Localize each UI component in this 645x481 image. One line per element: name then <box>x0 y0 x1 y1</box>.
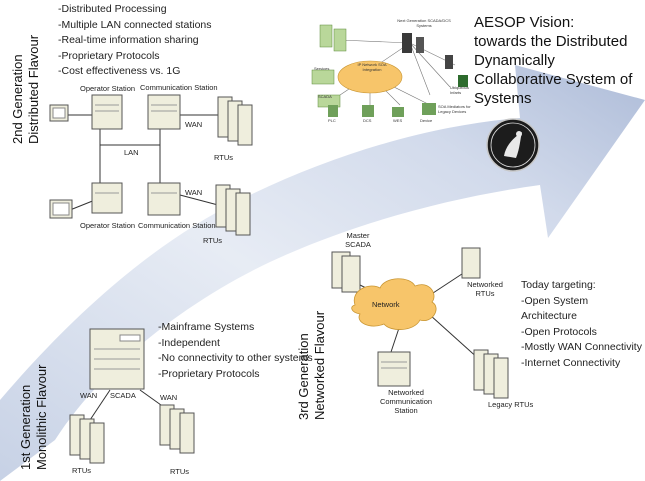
gen3-targeting: Today targeting: -Open System Architectu… <box>521 278 645 371</box>
rtu-rack-icon <box>217 96 253 146</box>
communication-station-icon <box>147 182 181 216</box>
scada-label: SCADA <box>318 94 332 99</box>
services-block-icon <box>311 69 335 85</box>
vision-title: AESOP Vision: <box>474 14 575 31</box>
ubiquitous-device-icon <box>458 75 468 87</box>
gen1-network-diagram <box>69 328 195 464</box>
gen2-title: 2nd Generation Distributed Flavour <box>10 34 41 144</box>
next-gen-label: Next Generation SCADA/DCS Systems <box>397 18 451 28</box>
server-icon <box>416 37 424 53</box>
rtus-label: RTUs <box>203 236 223 245</box>
operator-station-label: Operator Station <box>80 221 136 230</box>
lan-label: LAN <box>124 148 139 157</box>
operator-workstation-icon <box>49 199 73 219</box>
gen1-bullets: -Mainframe Systems -Independent -No conn… <box>158 320 313 382</box>
master-scada-icon <box>331 251 361 293</box>
networked-rtus-label: Networked RTUs <box>467 280 503 298</box>
rtus-label: RTUs <box>170 467 190 476</box>
wan-label: WAN <box>185 188 203 197</box>
gen2-bullet: -Distributed Processing <box>58 3 167 15</box>
plc-icon <box>328 105 338 117</box>
network-cloud-icon <box>351 278 437 330</box>
services-block-icon <box>333 28 347 52</box>
gen1-bullet: -Proprietary Protocols <box>158 367 260 380</box>
device-label: Device <box>420 118 433 123</box>
rtu-rack-icon <box>159 404 195 454</box>
operator-station-icon <box>91 94 123 130</box>
targeting-item: -Open System Architecture <box>521 294 589 323</box>
gen2-bullet: -Cost effectiveness vs. 1G <box>58 65 181 77</box>
gen3-network-diagram <box>331 247 509 399</box>
soa-architecture-diagram <box>311 24 468 117</box>
targeting-title: Today targeting: <box>521 279 596 291</box>
gen1-bullet: -Mainframe Systems <box>158 321 255 333</box>
communication-station-icon <box>147 94 181 130</box>
gen2-bullets: -Distributed Processing -Multiple LAN co… <box>58 2 212 80</box>
wes-label: WES <box>393 118 403 123</box>
ip-network-cloud-icon <box>337 60 403 94</box>
scada-label: SCADA <box>110 391 136 400</box>
dcs-icon <box>362 105 374 117</box>
gen1-bullet: -No connectivity to other systems <box>158 352 313 364</box>
communication-station-label: Communication Station <box>140 83 218 92</box>
networked-communication-station-icon <box>377 351 411 387</box>
services-label: Services <box>314 66 330 71</box>
operator-station-label: Operator Station <box>80 84 136 93</box>
wan-label: WAN <box>80 391 98 400</box>
aesop-logo <box>486 118 540 172</box>
gen2-bullet: -Real-time information sharing <box>58 34 199 46</box>
plc-label: PLC <box>328 118 336 123</box>
legacy-rtus-label: Legacy RTUs <box>488 400 534 409</box>
gen2-bullet: -Multiple LAN connected stations <box>58 18 212 31</box>
legacy-rtu-icon <box>473 349 509 399</box>
ubiquitous-label: Ubiquitous Infarts <box>450 85 469 95</box>
communication-station-label: Communication Station <box>138 221 216 230</box>
rtus-label: RTUs <box>214 153 234 162</box>
master-scada-label: Master SCADA <box>345 231 371 249</box>
gen2-network-diagram <box>49 94 253 236</box>
gen2-bullet: -Proprietary Protocols <box>58 49 160 62</box>
soa-mediators-label: SOA Mediators for Legacy Devices <box>438 104 471 114</box>
network-label: Network <box>372 300 400 309</box>
rtus-label: RTUs <box>72 466 92 475</box>
targeting-item: -Internet Connectivity <box>521 356 621 369</box>
wes-icon <box>392 107 404 117</box>
rtu-rack-icon <box>215 184 251 236</box>
wan-label: WAN <box>185 120 203 129</box>
gen1-title: 1st Generation Monolithic Flavour <box>18 364 49 471</box>
targeting-item: -Open Protocols <box>521 325 597 338</box>
rtu-rack-icon <box>69 414 105 464</box>
operator-station-icon <box>91 182 123 214</box>
services-block-icon <box>319 24 333 48</box>
networked-rtu-icon <box>461 247 481 279</box>
vision-text: AESOP Vision: towards the Distributed Dy… <box>474 14 633 107</box>
gen1-bullet: -Independent <box>158 336 220 349</box>
wan-label: WAN <box>160 393 178 402</box>
targeting-item: -Mostly WAN Connectivity <box>521 341 642 353</box>
server-icon <box>402 33 412 53</box>
networked-communication-station-label: Networked Communication Station <box>379 388 433 415</box>
dcs-label: DCS <box>363 118 372 123</box>
server-icon <box>445 55 453 69</box>
ip-network-label: IP Network SOA Integration <box>357 62 387 72</box>
operator-workstation-icon <box>49 104 69 122</box>
device-icon <box>422 103 436 115</box>
mainframe-icon <box>89 328 145 390</box>
